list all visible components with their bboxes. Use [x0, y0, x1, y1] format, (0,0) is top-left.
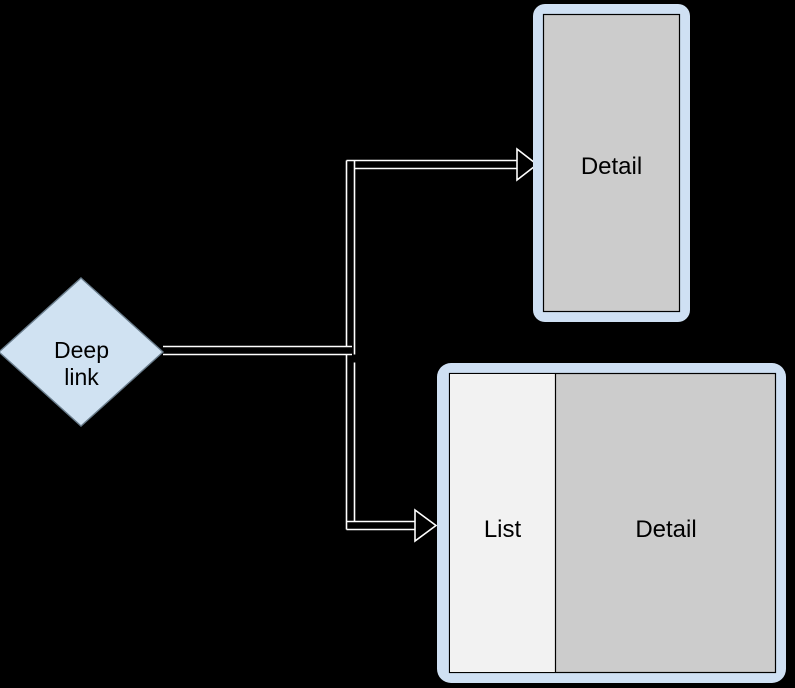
- connector-group: [163, 147, 539, 543]
- node-list-detail-panel[interactable]: [437, 363, 786, 683]
- edge-riser: [345, 160, 356, 530]
- arrowhead-to-list-detail: [414, 508, 438, 543]
- edge-trunk: [163, 345, 352, 356]
- list-pane-surface: [450, 374, 555, 672]
- edge-deep-link-to-list-detail: [346, 508, 438, 543]
- node-detail-panel[interactable]: [533, 4, 690, 322]
- deep-link-diamond-shape: [0, 277, 165, 427]
- edge-deep-link-to-detail: [346, 147, 539, 182]
- detail-panel-inner-surface: [542, 13, 681, 313]
- node-deep-link[interactable]: [0, 277, 165, 427]
